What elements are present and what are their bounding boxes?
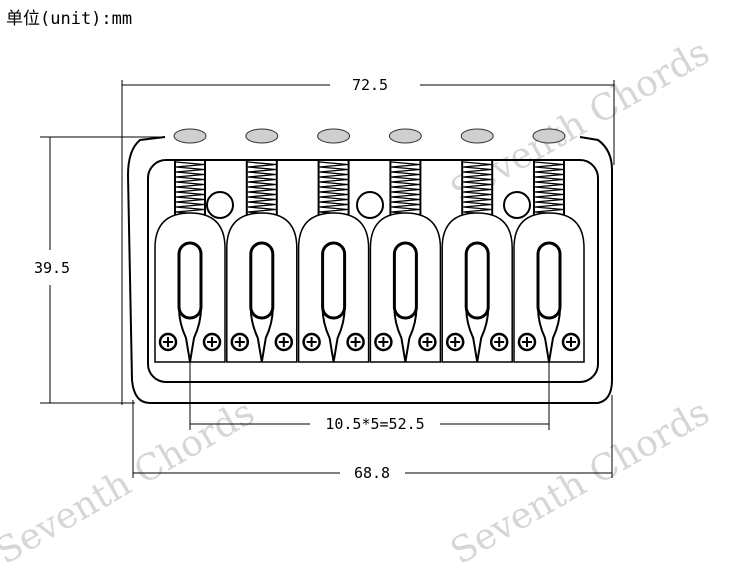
mounting-holes [206,191,531,219]
saddle-slot [536,241,562,320]
saddle-tip [393,307,418,363]
screw-cross [207,337,217,347]
dimension-lines [40,80,615,478]
height-label: 39.5 [34,259,70,277]
watermark-text: Seventh Chords [0,392,262,571]
mounting-hole [356,191,384,219]
mounting-hole [206,191,234,219]
saddle-slot [392,241,418,320]
intonation-screw-head [173,128,207,144]
saddle [226,128,298,363]
screw-cross [234,337,245,347]
spring-coil [247,161,276,218]
intonation-screw-head [460,128,494,144]
spring-coil [319,161,348,218]
saddle-slot [321,241,347,320]
overall-width-label: 72.5 [352,76,388,94]
intonation-screw-head [245,128,279,144]
screw-cross [566,337,576,347]
intonation-screw-head [317,128,351,144]
watermark-text: Seventh Chords [444,392,717,571]
screw-cross [350,337,361,347]
screw-cross [378,337,389,347]
base-width-label: 68.8 [354,464,390,482]
screw-cross [306,337,317,347]
mounting-hole [503,191,531,219]
saddle [154,128,226,363]
screw-cross [522,337,532,347]
saddle-slot [464,241,490,320]
bridge-plate [126,136,613,404]
spring-coil [534,161,564,218]
intonation-screw-head [532,128,566,144]
saddle-tip [465,307,490,363]
spring-coil [391,161,420,218]
saddle [513,128,585,363]
saddle-slot [177,241,203,320]
saddle [441,128,513,363]
saddle-tip [249,307,274,363]
string-spacing-label: 10.5*5=52.5 [325,415,424,433]
screw-cross [163,337,173,347]
screw-cross [278,337,289,347]
saddle [297,128,370,363]
saddle [369,128,442,363]
saddle-tip [321,307,346,363]
intonation-screw-head [388,128,422,144]
spring-coil [463,161,492,218]
screw-cross [450,337,461,347]
saddles [154,128,585,363]
saddle-slot [249,241,275,320]
spring-coil [175,161,205,218]
screw-cross [494,337,505,347]
screw-cross [422,337,433,347]
unit-label: 单位(unit):mm [6,9,133,29]
